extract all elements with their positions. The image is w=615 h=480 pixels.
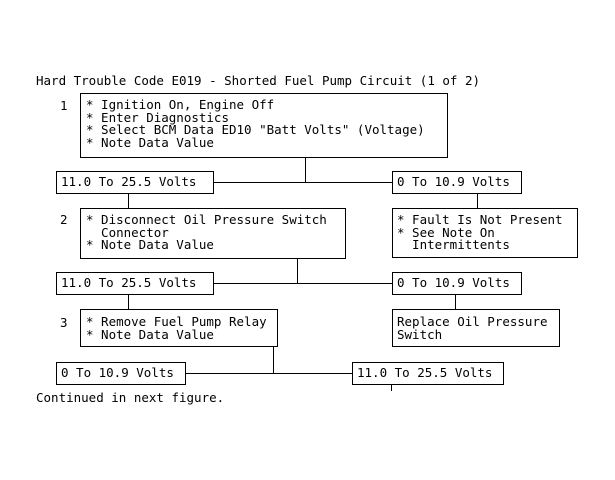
step-1-number: 1 [60,98,68,113]
step-1-line-4: * Note Data Value [86,134,214,150]
step-3-number: 3 [60,315,68,330]
step-1-branch-high: 11.0 To 25.5 Volts [56,171,214,194]
branch-label: 0 To 10.9 Volts [397,174,510,189]
outcome-line: Replace Oil Pressure [397,314,548,329]
step-3-branch-low: 0 To 10.9 Volts [56,362,186,385]
connector [391,385,392,391]
outcome-line: Intermittents [397,237,510,252]
step-2-box: * Disconnect Oil Pressure Switch Connect… [80,208,346,259]
connector [214,283,392,284]
step-2-branch-low: 0 To 10.9 Volts [392,272,522,295]
continued-note: Continued in next figure. [36,390,225,405]
fault-not-present-box: * Fault Is Not Present * See Note On Int… [392,208,578,258]
replace-switch-box: Replace Oil Pressure Switch [392,309,560,347]
step-2-line-2: Connector [86,224,169,240]
connector [455,295,456,309]
step-3-line-1: * Remove Fuel Pump Relay [86,314,267,329]
connector [186,373,352,374]
outcome-line: * See Note On [397,224,495,240]
outcome-line: Switch [397,326,443,342]
diagram-title: Hard Trouble Code E019 - Shorted Fuel Pu… [36,73,481,88]
step-3-box: * Remove Fuel Pump Relay * Note Data Val… [80,309,278,347]
connector [273,347,274,373]
connector [305,158,306,182]
branch-label: 0 To 10.9 Volts [61,365,174,380]
step-1-line-1: * Ignition On, Engine Off [86,97,275,112]
branch-label: 11.0 To 25.5 Volts [357,365,493,380]
connector [128,295,129,309]
step-2-line-1: * Disconnect Oil Pressure Switch [86,212,327,227]
step-2-branch-high: 11.0 To 25.5 Volts [56,272,214,295]
step-2-number: 2 [60,212,68,227]
branch-label: 11.0 To 25.5 Volts [61,174,197,189]
outcome-line: * Fault Is Not Present [397,212,563,227]
step-1-branch-low: 0 To 10.9 Volts [392,171,522,194]
step-3-branch-high: 11.0 To 25.5 Volts [352,362,504,385]
connector [297,259,298,283]
branch-label: 0 To 10.9 Volts [397,275,510,290]
step-1-line-3: * Select BCM Data ED10 "Batt Volts" (Vol… [86,122,425,137]
step-1-box: * Ignition On, Engine Off * Enter Diagno… [80,93,448,158]
step-3-line-2: * Note Data Value [86,326,214,342]
connector [128,194,129,208]
connector [214,182,392,183]
branch-label: 11.0 To 25.5 Volts [61,275,197,290]
step-1-line-2: * Enter Diagnostics [86,109,229,125]
connector [477,194,478,208]
step-2-line-3: * Note Data Value [86,237,214,252]
